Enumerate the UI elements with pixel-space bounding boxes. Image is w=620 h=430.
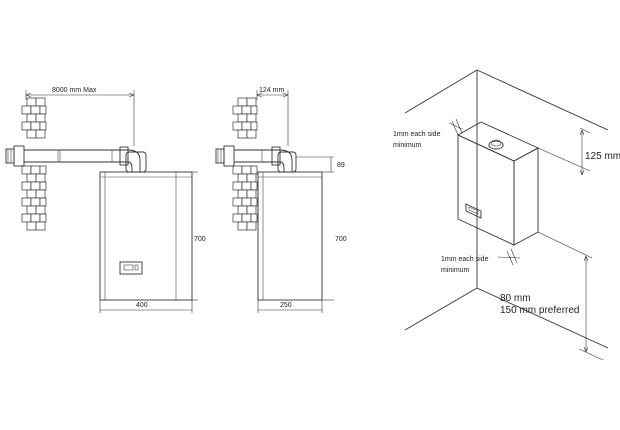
front-flue-terminal (5, 145, 25, 167)
bottom-clearance-line2: 150 mm preferred (500, 305, 579, 316)
front-flue-pipe (24, 146, 147, 173)
front-height-dimension: 700 (192, 171, 206, 301)
side-brick-wall (232, 97, 258, 231)
control-panel-display (119, 261, 143, 275)
side-height-label: 700 (335, 236, 347, 243)
front-boiler-body (99, 171, 193, 301)
side-depth-label: 250 (280, 302, 292, 309)
side-flue-pipe (234, 146, 297, 173)
side-depth-dimension: 250 (257, 300, 323, 313)
top-offset-label: 89 (337, 162, 345, 169)
side-clearance-bottom-line2: minimum (441, 267, 470, 274)
top-clearance-dimension: 125 mm (537, 127, 620, 176)
side-flue-offset-dimension: 124 mm (256, 87, 289, 146)
front-view: 8000 mm Max 700 400 (5, 87, 206, 313)
side-clearance-top-line1: 1mm each side (393, 131, 441, 138)
bottom-clearance-dimension: 80 mm 150 mm preferred (500, 231, 604, 361)
bottom-side-clearance: 1mm each side minimum (441, 248, 521, 274)
side-clearance-top-line2: minimum (393, 142, 422, 149)
side-clearance-bottom-line1: 1mm each side (441, 256, 489, 263)
flue-length-label: 8000 mm Max (52, 87, 97, 94)
room-corner (404, 69, 609, 349)
front-height-label: 700 (194, 236, 206, 243)
top-side-clearance: 1mm each side minimum (393, 118, 463, 149)
boiler-isometric (457, 121, 540, 246)
flue-offset-label: 124 mm (259, 87, 284, 94)
front-width-label: 400 (136, 302, 148, 309)
side-height-dimension: 700 (322, 236, 347, 301)
boiler-iso-display (465, 203, 482, 219)
front-brick-wall (21, 97, 47, 231)
side-top-offset-dimension: 89 (296, 156, 345, 173)
side-view: 124 mm 89 700 250 (215, 87, 347, 313)
side-boiler-body (257, 171, 323, 301)
side-flue-terminal (215, 145, 235, 167)
top-clearance-label: 125 mm (585, 151, 620, 162)
bottom-clearance-line1: 80 mm (500, 293, 531, 304)
clearance-view: 1mm each side minimum 1mm each side mini… (393, 69, 620, 361)
front-flue-length-dimension: 8000 mm Max (25, 87, 135, 146)
front-width-dimension: 400 (99, 300, 193, 313)
